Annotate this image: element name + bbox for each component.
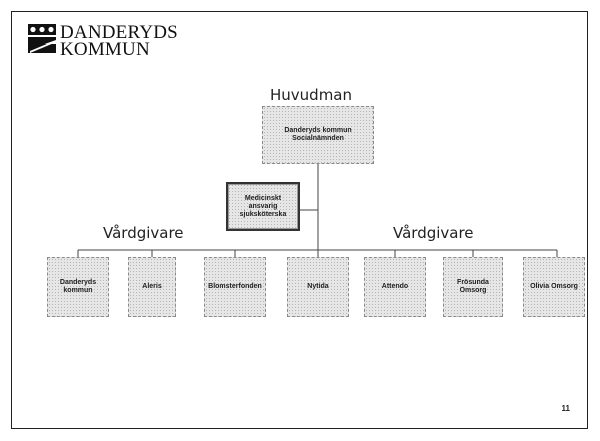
org-box-label: Danderyds <box>59 279 97 286</box>
org-box-provider: Frösunda Omsorg <box>443 257 503 317</box>
org-box-label: Aleris <box>142 283 162 290</box>
logo-line-1: DANDERYDS <box>60 22 178 43</box>
org-box-provider: Blomsterfonden <box>204 257 266 317</box>
org-box-label: kommun <box>63 287 93 294</box>
logo-line-2: KOMMUN <box>60 39 150 60</box>
org-box-provider: Aleris <box>128 257 176 317</box>
org-box-label: sjuksköterska <box>239 210 287 218</box>
heading-provider-left: Vårdgivare <box>103 224 184 242</box>
org-box-medical-nurse: Medicinskt ansvarig sjuksköterska <box>226 182 300 231</box>
org-box-label: Danderyds kommun <box>284 127 352 134</box>
heading-provider-right: Vårdgivare <box>393 224 474 242</box>
org-box-provider: Danderyds kommun <box>47 257 109 317</box>
org-box-provider: Nytida <box>287 257 349 317</box>
municipality-crest-icon <box>28 24 56 54</box>
slide-number: 11 <box>561 404 570 413</box>
org-box-label: Nytida <box>307 283 329 290</box>
org-box-label: Medicinskt <box>244 194 282 202</box>
org-box-label: Blomsterfonden <box>208 283 262 290</box>
danderyd-logo: DANDERYDS KOMMUN <box>28 22 178 64</box>
org-box-label: Omsorg <box>459 287 487 294</box>
org-box-social-committee: Danderyds kommun Socialnämnden <box>262 106 374 164</box>
heading-principal: Huvudman <box>270 86 353 104</box>
org-box-label: ansvarig <box>248 202 278 210</box>
logo-wordmark: DANDERYDS KOMMUN <box>60 22 178 60</box>
org-box-label: Attendo <box>381 283 409 290</box>
org-box-provider: Attendo <box>364 257 426 317</box>
org-box-label: Socialnämnden <box>292 135 344 142</box>
org-box-label: Frösunda <box>457 279 489 286</box>
org-box-label: Olivia Omsorg <box>530 283 578 290</box>
org-box-provider: Olivia Omsorg <box>523 257 585 317</box>
